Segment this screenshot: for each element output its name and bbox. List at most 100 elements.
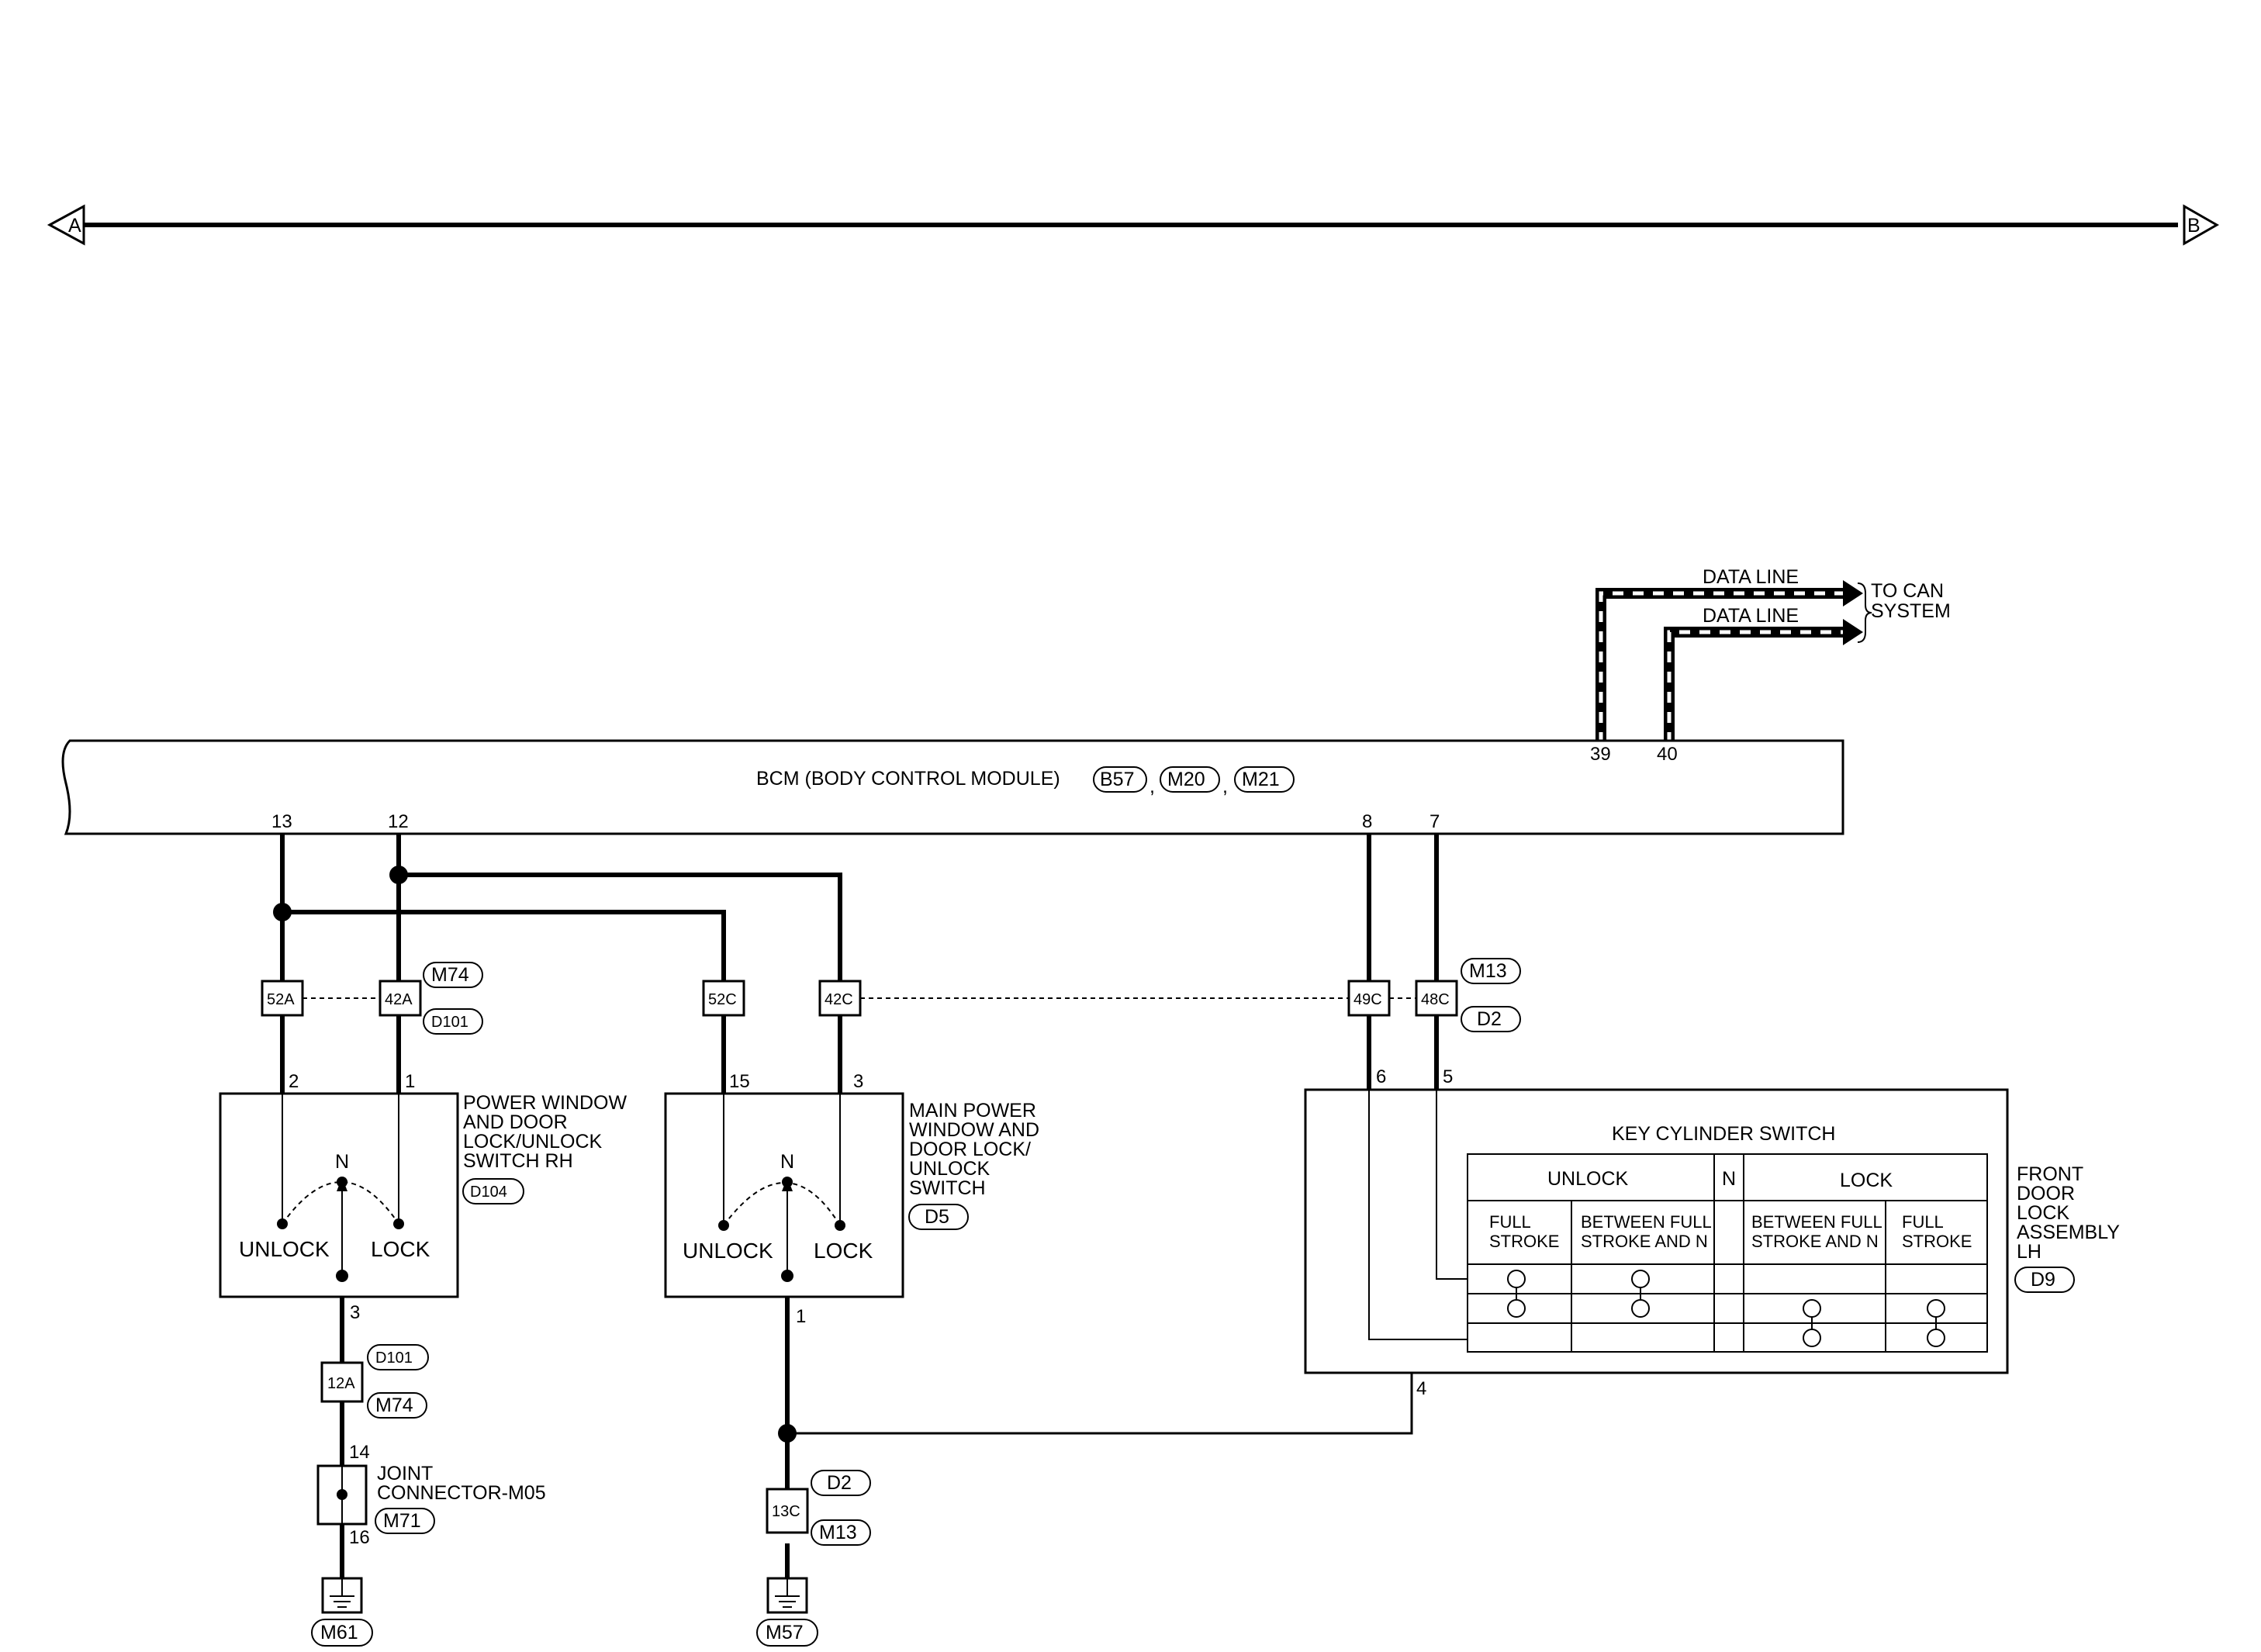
bcm-sep-1: , — [1150, 776, 1155, 797]
switch-rh-title-2: AND DOOR — [463, 1111, 568, 1133]
table-full-stroke-2b: STROKE — [1902, 1232, 1972, 1251]
bcm-pin-7: 7 — [1430, 811, 1440, 832]
connector-42a: 42A — [385, 991, 413, 1008]
ground-label-m57: M57 — [766, 1622, 804, 1643]
door-lock-pin-6: 6 — [1376, 1066, 1386, 1087]
bcm-box: BCM (BODY CONTROL MODULE) B57 , M20 , M2… — [61, 739, 1844, 835]
data-line-arrow-2 — [1843, 619, 1863, 645]
joint-pin-14: 14 — [349, 1442, 370, 1463]
bcm-connector-m21: M21 — [1242, 769, 1280, 790]
door-lock-title-1: FRONT — [2017, 1163, 2083, 1185]
main-switch-title-5: SWITCH — [909, 1177, 986, 1199]
connector-arrow-a — [47, 204, 85, 246]
switch-rh-pin-2: 2 — [289, 1071, 299, 1092]
to-can-label-2: SYSTEM — [1871, 600, 1951, 622]
table-between-2b: STROKE AND N — [1751, 1232, 1879, 1251]
door-lock-connector: D9 — [2031, 1269, 2055, 1291]
main-switch: N UNLOCK LOCK 15 3 1 MAIN POWER WINDOW A… — [664, 1071, 1039, 1327]
main-switch-title-1: MAIN POWER — [909, 1100, 1036, 1121]
door-lock-title-3: LOCK — [2017, 1202, 2069, 1224]
main-switch-pin-15: 15 — [729, 1071, 750, 1092]
splice-12 — [389, 866, 408, 884]
table-n-header: N — [1722, 1168, 1736, 1190]
left-ground-chain: 12A D101 M74 14 16 JOINT CONNECTOR-M05 M… — [311, 1344, 546, 1647]
continuity-unlock-full — [1507, 1270, 1526, 1318]
main-switch-unlock: UNLOCK — [683, 1239, 773, 1263]
to-can-label: TO CAN — [1871, 580, 1944, 602]
main-switch-title-4: UNLOCK — [909, 1158, 990, 1180]
table-full-stroke-2a: FULL — [1902, 1212, 1944, 1232]
key-cylinder-title: KEY CYLINDER SWITCH — [1612, 1123, 1835, 1145]
front-door-lock-assembly: 6 5 4 KEY CYLINDER SWITCH UNLOCK N LOCK … — [1304, 1066, 2120, 1399]
bcm-connector-m20: M20 — [1167, 769, 1205, 790]
bcm-pin-13: 13 — [271, 811, 292, 832]
table-lock-header: LOCK — [1840, 1170, 1893, 1191]
switch-rh-n: N — [335, 1151, 349, 1173]
connector-tag-m74-lower: M74 — [375, 1395, 413, 1416]
ground-label-m61: M61 — [320, 1622, 358, 1643]
main-switch-lock: LOCK — [814, 1239, 873, 1263]
harness-continuation-line: A B — [47, 204, 2220, 246]
key-cylinder-table — [1467, 1153, 1988, 1353]
joint-connector: M71 — [383, 1510, 421, 1532]
continuity-unlock-between — [1631, 1270, 1650, 1318]
bcm-pin-8: 8 — [1362, 811, 1372, 832]
data-lines: DATA LINE DATA LINE TO CAN SYSTEM — [1595, 566, 1951, 743]
door-lock-pin-4: 4 — [1416, 1378, 1426, 1399]
connector-52a: 52A — [267, 991, 295, 1008]
bcm-pin-40: 40 — [1657, 744, 1678, 765]
arrow-label-b: B — [2187, 215, 2200, 237]
data-line-arrow-1 — [1843, 580, 1863, 607]
table-full-stroke-1a: FULL — [1489, 1212, 1531, 1232]
switch-rh-title-4: SWITCH RH — [463, 1150, 573, 1172]
door-lock-title-2: DOOR — [2017, 1183, 2075, 1204]
splice-ground — [778, 1424, 797, 1443]
splice-13 — [273, 903, 292, 921]
joint-title-1: JOINT — [377, 1463, 433, 1484]
bcm-pin-39: 39 — [1590, 744, 1611, 765]
main-switch-title-2: WINDOW AND — [909, 1119, 1039, 1141]
switch-rh-connector: D104 — [470, 1184, 507, 1201]
table-full-stroke-1b: STROKE — [1489, 1232, 1559, 1251]
connector-49c: 49C — [1353, 991, 1382, 1008]
connector-48c: 48C — [1421, 991, 1450, 1008]
connector-42c: 42C — [825, 991, 853, 1008]
connector-tag-d101: D101 — [431, 1014, 468, 1031]
table-between-1a: BETWEEN FULL — [1581, 1212, 1712, 1232]
bcm-connector-b57: B57 — [1100, 769, 1134, 790]
door-lock-title-4: ASSEMBLY — [2017, 1222, 2120, 1243]
door-lock-title-5: LH — [2017, 1241, 2041, 1263]
connector-tag-m13-lower: M13 — [819, 1522, 857, 1543]
data-line-label-2: DATA LINE — [1703, 605, 1799, 627]
main-switch-title-3: DOOR LOCK/ — [909, 1139, 1031, 1160]
connector-12a: 12A — [327, 1375, 355, 1392]
continuity-lock-between — [1803, 1299, 1821, 1347]
bcm-sep-2: , — [1222, 776, 1228, 797]
connector-tag-d2-lower: D2 — [827, 1472, 852, 1494]
main-switch-pin-3: 3 — [853, 1071, 863, 1092]
connector-tag-d2: D2 — [1477, 1008, 1502, 1030]
main-switch-n: N — [780, 1151, 794, 1173]
connector-tag-m74: M74 — [431, 964, 469, 986]
table-between-1b: STROKE AND N — [1581, 1232, 1708, 1251]
main-switch-connector: D5 — [925, 1206, 949, 1228]
main-switch-pin-1: 1 — [796, 1306, 806, 1327]
switch-rh-title-1: POWER WINDOW — [463, 1092, 627, 1114]
arrow-label-a: A — [68, 215, 81, 237]
can-brace — [1857, 582, 1872, 643]
connector-tag-d101-lower: D101 — [375, 1350, 413, 1367]
switch-rh: N UNLOCK LOCK 2 1 3 POWER WINDOW AND DOO… — [219, 1071, 627, 1323]
right-ground-chain: 13C D2 M13 M57 — [756, 1470, 871, 1647]
joint-pin-16: 16 — [349, 1527, 370, 1548]
switch-rh-lock: LOCK — [371, 1237, 430, 1261]
data-line-label-1: DATA LINE — [1703, 566, 1799, 588]
bcm-pin-12: 12 — [388, 811, 409, 832]
table-unlock-header: UNLOCK — [1547, 1168, 1629, 1190]
joint-title-2: CONNECTOR-M05 — [377, 1482, 546, 1504]
switch-rh-pin-1: 1 — [405, 1071, 415, 1092]
switch-rh-title-3: LOCK/UNLOCK — [463, 1131, 603, 1153]
connector-arrow-b — [2183, 204, 2220, 246]
continuity-lock-full — [1927, 1299, 1945, 1347]
switch-rh-unlock: UNLOCK — [239, 1237, 330, 1261]
